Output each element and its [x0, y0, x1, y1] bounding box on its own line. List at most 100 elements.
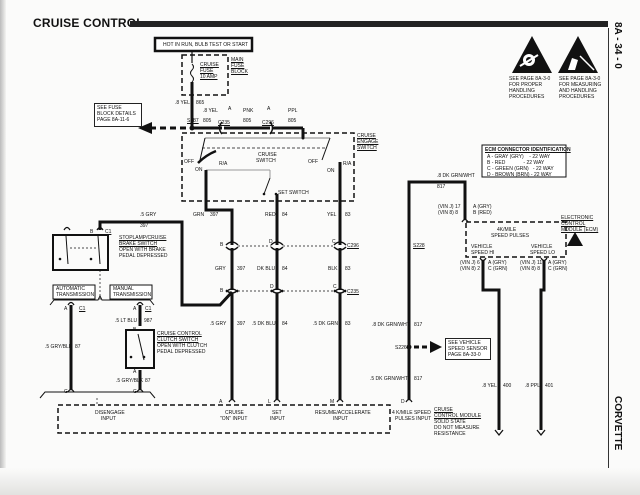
id-size: 22 WAY — [533, 172, 552, 178]
seg3-wire: PPL — [288, 108, 298, 114]
ccm-label-2: CONTROL MODULE — [434, 413, 482, 419]
seg1-wire: .8 YEL — [203, 108, 218, 114]
c296-label: C296 — [347, 243, 359, 249]
scan-bottom-shadow — [0, 468, 640, 495]
note-line: PAGE 8A-33-0 — [448, 352, 481, 358]
off-left: OFF — [184, 159, 194, 165]
clutch-pin-b: B — [133, 327, 137, 333]
ecm-id-row: C - GREEN (GRN) - 22 WAY — [487, 166, 554, 172]
ccm-label-4: DO NOT MEASURE — [434, 425, 480, 431]
brake-wire: .5 GRY — [140, 212, 157, 218]
c296-pin-b: B — [220, 242, 224, 248]
ecm-id-row: B - RED - 22 WAY — [487, 160, 545, 166]
set-switch-label: SET SWITCH — [278, 190, 309, 196]
esd-line: PROCEDURES — [559, 94, 595, 100]
vs-hi-1: VEHICLE — [471, 244, 493, 250]
pcm-pin-m: M — [330, 399, 335, 405]
auto-pcm-pin: G — [64, 389, 68, 395]
esd-line: SEE PAGE 8A-3-0 — [509, 76, 551, 82]
ecm-id-table: A - GRAY (GRY) - 22 WAY B - RED - 22 WAY… — [487, 154, 554, 178]
fuse-out-circuit: 865 — [196, 100, 205, 106]
hi-wire: .8 YEL — [482, 383, 497, 389]
fuse-out-wire: .8 YEL — [175, 100, 190, 106]
ecm-id-title: ECM CONNECTOR IDENTIFICATION — [485, 147, 571, 153]
speed-low-circuit: 817 — [414, 376, 423, 382]
ccm-label-5: RESISTANCE — [434, 431, 466, 437]
id-color: RED — [494, 160, 506, 166]
cruise-on-1: CRUISE — [225, 410, 244, 416]
pcm-pin-a: A — [219, 399, 223, 405]
splice-upper-label: S228 — [413, 243, 425, 249]
esd-small-icon — [567, 232, 583, 246]
c235-top-label: C235 — [218, 120, 230, 126]
ecm-id-row: A - GRAY (GRY) - 22 WAY — [487, 154, 551, 160]
cruise-switch-1: CRUISE — [258, 152, 277, 158]
esd-line: HANDLING — [509, 88, 535, 94]
ecm-label-3: MODULE (ECM) — [561, 227, 599, 233]
ecm-in-pin-1: (VIN J) 17 — [438, 204, 461, 210]
brake-label-1: STOPLAMP/CRUISE — [119, 235, 167, 241]
c235-pin-a: A — [228, 106, 232, 112]
id-color: BROWN (BRN) — [495, 172, 530, 178]
c235-pin-c: C — [333, 284, 337, 290]
auto-wire: .5 GRY/BLK — [45, 344, 73, 350]
ecm-id-row: D - BROWN (BRN) - 22 WAY — [487, 172, 552, 178]
speed-input-1: 4 K/MILE SPEED — [392, 410, 431, 416]
hi-conn-2: C (GRN) — [488, 266, 508, 272]
see-fuse-block-note: SEE FUSE BLOCK DETAILS PAGE 8A-11-6 — [94, 103, 142, 127]
power-source-label: HOT IN RUN, BULB TEST OR START — [163, 42, 249, 48]
scan-edge-shadow — [0, 0, 6, 495]
ecm-in-conn-1: A (GRY) — [473, 204, 492, 210]
ecm-label-2: CONTROL — [561, 221, 586, 227]
off-right: OFF — [308, 159, 318, 165]
id-letter: D — [487, 172, 491, 178]
splice-s226 — [406, 344, 412, 350]
fuse-block-outline — [181, 54, 229, 96]
fuse-block-2: FUSE — [231, 63, 245, 69]
wire-red: RED — [265, 212, 276, 218]
splice-s226-label: S226 — [395, 345, 407, 351]
ecm-pulses-1: 4K/MILE — [497, 227, 517, 233]
low-dkgrn-circuit: 83 — [345, 321, 351, 327]
vs-lo-2: SPEED LO — [530, 250, 556, 256]
man-low-wire: .5 GRY/BLK — [116, 378, 144, 384]
cruise-control-module-outline — [57, 404, 391, 434]
lo-pin-2: (VIN 8) 8 — [520, 266, 541, 272]
ecm-in-pin-2: (VIN 8) 8 — [438, 210, 459, 216]
wire-ppl-401 — [539, 260, 546, 430]
esd-line: SEE PAGE 8A-3-0 — [559, 76, 601, 82]
mid-blk-circuit: 83 — [345, 266, 351, 272]
low-dkblu: .5 DK BLU — [252, 321, 276, 327]
note-line: BLOCK DETAILS — [97, 111, 136, 117]
lo-conn-2: C (GRN) — [548, 266, 568, 272]
clutch-label-2: CLUTCH SWITCH — [157, 337, 199, 343]
brake-label-2: BRAKE SWITCH — [119, 241, 158, 247]
lo-conn-1: A (GRY) — [548, 260, 567, 266]
auto-conn: C1 — [79, 306, 86, 312]
cruise-switch-2: SWITCH — [256, 158, 276, 164]
id-letter: B — [487, 160, 491, 166]
man-circuit: 987 — [144, 318, 153, 324]
mid-dkblu: DK BLU — [257, 266, 276, 272]
wire-grn-397 — [204, 170, 234, 245]
c296-pin-a: A — [267, 106, 271, 112]
note-line: SEE VEHICLE — [448, 340, 481, 346]
c296-pin-d: D — [269, 239, 273, 245]
wire-dk-grn-wht-817 — [407, 180, 467, 400]
wire-red-circuit: 84 — [282, 212, 288, 218]
auto-circuit: 87 — [75, 344, 81, 350]
esd-handling-icon — [512, 36, 552, 73]
low-dkblu-circuit: 84 — [282, 321, 288, 327]
man-pin-a: A — [133, 306, 137, 312]
man-wire: .5 LT BLU — [115, 318, 138, 324]
engage-label-2: ENGAGE — [357, 139, 379, 145]
ecm-pulses-2: SPEED PULSES — [491, 233, 530, 239]
splice-s287-label: S287 — [187, 118, 199, 124]
fuse-label-3: 10 AMP — [200, 74, 218, 80]
auto-trans-1: AUTOMATIC — [56, 286, 85, 292]
id-size: 22 WAY — [526, 160, 545, 166]
brake-label-3: OPEN WITH BRAKE — [119, 247, 166, 253]
ccm-label-3: SOLID STATE — [434, 419, 466, 425]
clutch-label-3: OPEN WITH CLUTCH — [157, 343, 207, 349]
